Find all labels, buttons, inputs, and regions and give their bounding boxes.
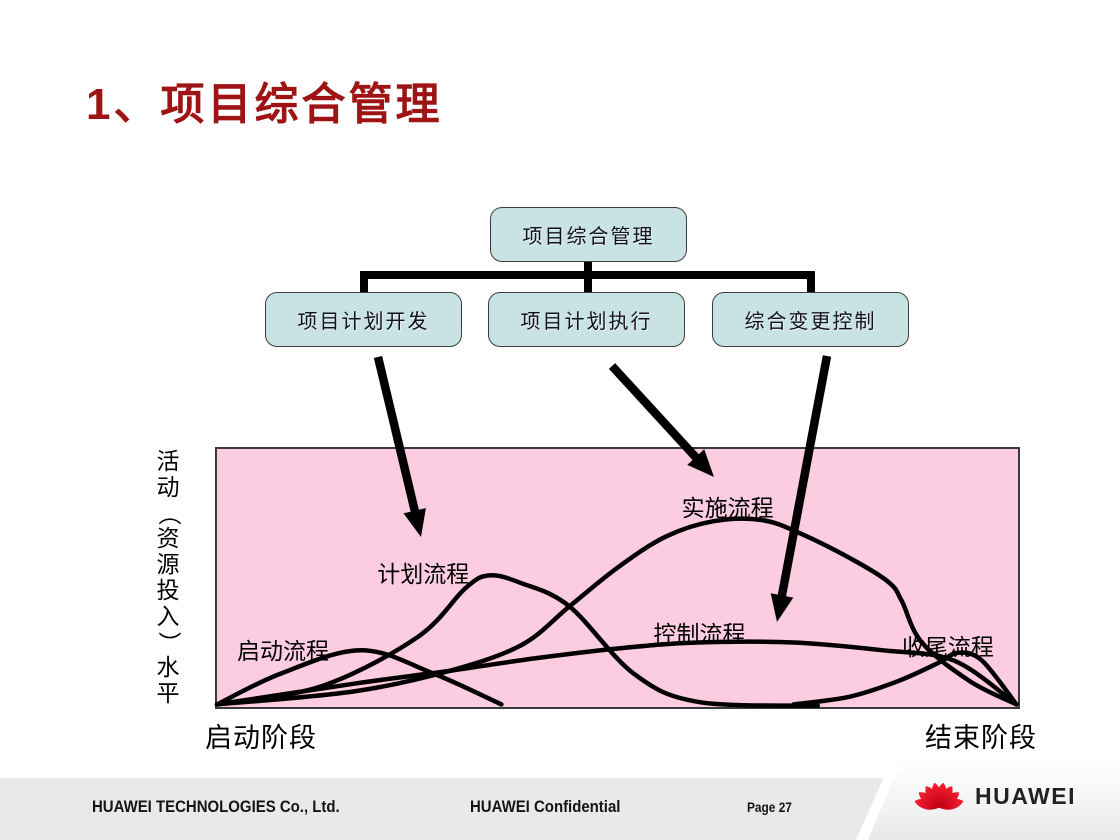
y-axis-char: 动 <box>156 474 180 500</box>
footer-page-number: Page 27 <box>747 800 792 815</box>
org-box-plan-execution: 项目计划执行 <box>488 292 685 347</box>
connector-drop-mid <box>584 271 592 293</box>
process-curve-3 <box>214 639 1019 707</box>
org-box-plan-development: 项目计划开发 <box>265 292 462 347</box>
huawei-petal <box>939 798 964 810</box>
process-curve-4 <box>791 650 1019 707</box>
x-axis-start-label: 启动阶段 <box>205 723 317 753</box>
process-curves-canvas <box>214 516 1019 708</box>
curve-label-controlling: 控制流程 <box>653 622 746 648</box>
org-box-root: 项目综合管理 <box>490 207 687 262</box>
org-box-root-label: 项目综合管理 <box>522 226 655 248</box>
connector-stem <box>584 260 592 276</box>
y-axis-char: （ <box>155 501 181 525</box>
footer-confidential: HUAWEI Confidential <box>470 797 621 816</box>
y-axis-char: ） <box>155 630 181 654</box>
curve-label-planning: 计划流程 <box>377 561 470 587</box>
activity-chart-plot: 启动流程 计划流程 实施流程 控制流程 收尾流程 <box>214 447 1020 709</box>
arrow-shaft-1 <box>608 363 702 463</box>
y-axis-label: 活动（资源投入）水平 <box>150 449 186 707</box>
curve-label-initiating: 启动流程 <box>237 639 330 665</box>
y-axis-char: 平 <box>156 681 180 707</box>
connector-drop-right <box>807 271 815 293</box>
huawei-flower-icon <box>914 782 964 810</box>
process-curve-2 <box>214 516 1019 707</box>
slide-title: 1、项目综合管理 <box>86 80 443 129</box>
org-box-change-control: 综合变更控制 <box>712 292 909 347</box>
y-axis-char: 投 <box>156 577 180 603</box>
curve-label-executing: 实施流程 <box>681 495 774 521</box>
y-axis-char: 水 <box>156 655 180 681</box>
y-axis-char: 资 <box>156 526 180 552</box>
org-box-plan-development-label: 项目计划开发 <box>297 311 430 333</box>
y-axis-char: 活 <box>156 449 180 474</box>
footer-logo-panel <box>869 757 1120 840</box>
curve-label-closing: 收尾流程 <box>901 635 994 661</box>
huawei-logo-text: HUAWEI <box>975 783 1076 809</box>
y-axis-char: 源 <box>156 552 180 578</box>
org-box-plan-execution-label: 项目计划执行 <box>520 311 653 333</box>
process-curve-0 <box>214 647 504 707</box>
process-curve-1 <box>214 573 821 708</box>
connector-drop-left <box>360 271 368 293</box>
org-box-change-control-label: 综合变更控制 <box>744 311 877 333</box>
huawei-logo: HUAWEI <box>912 779 1076 810</box>
footer-company: HUAWEI TECHNOLOGIES Co., Ltd. <box>92 797 340 816</box>
x-axis-end-label: 结束阶段 <box>925 723 1037 753</box>
y-axis-char: 入 <box>156 603 180 629</box>
